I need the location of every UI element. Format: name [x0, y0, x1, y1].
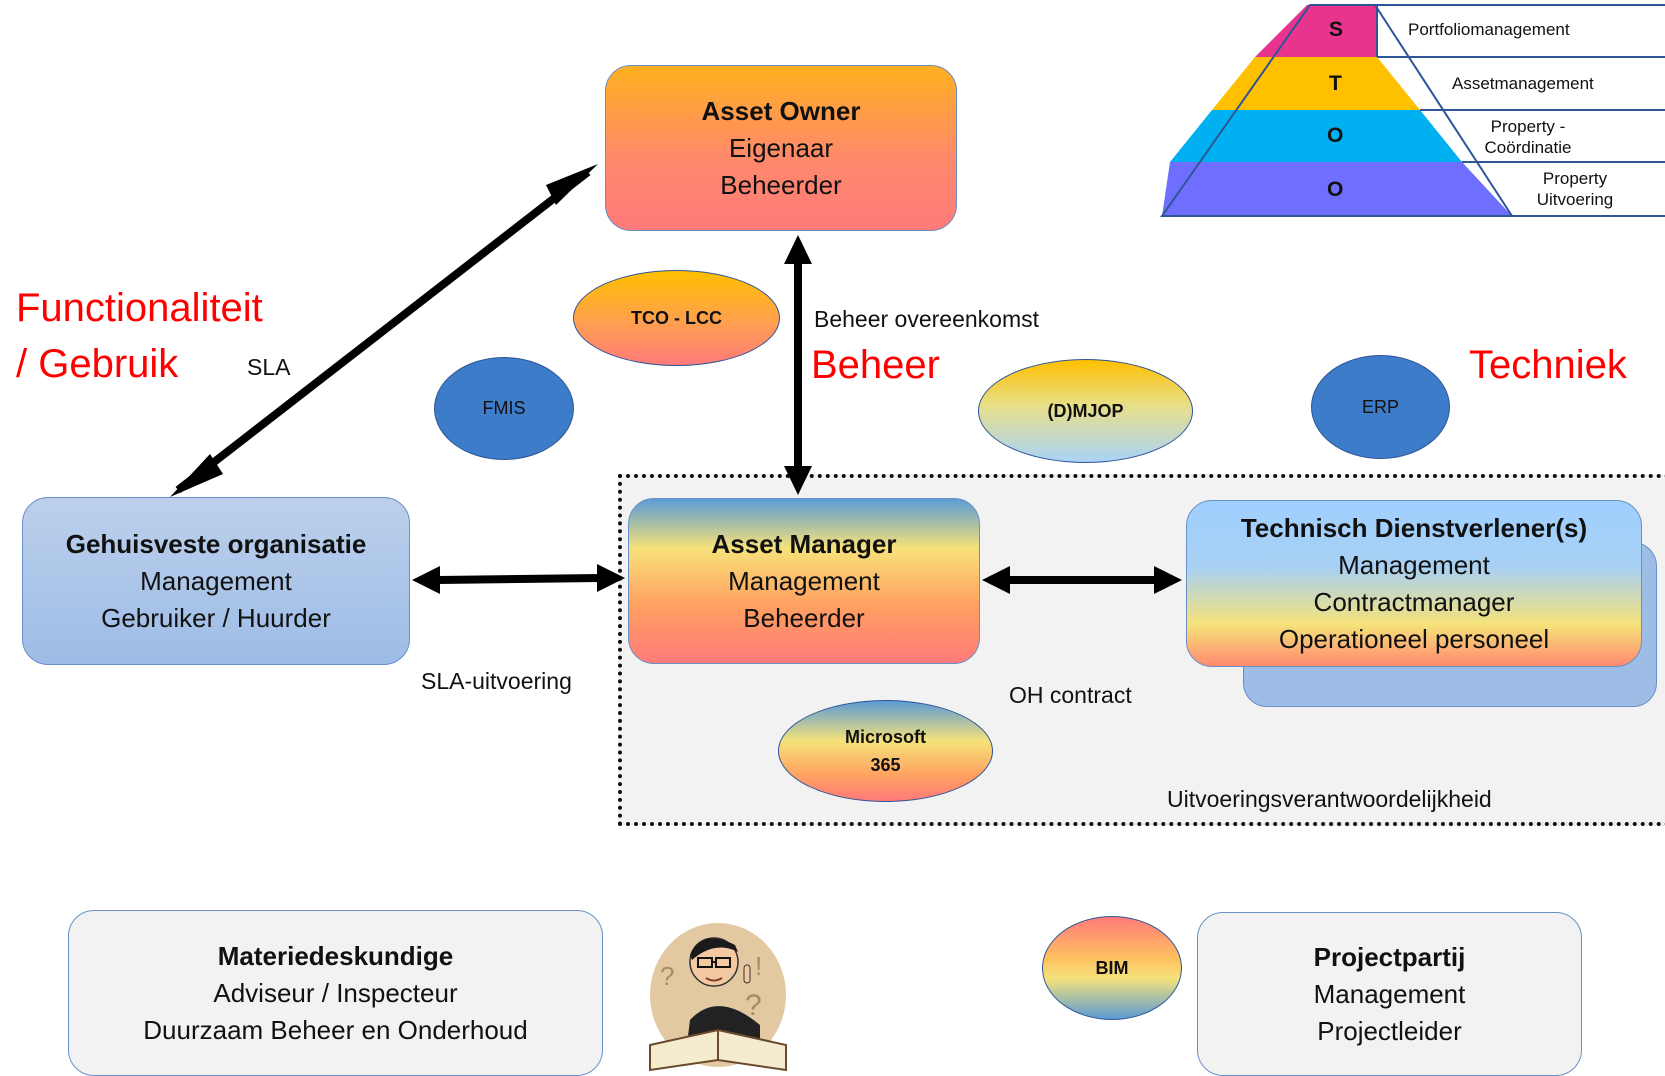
gehuisveste-line2: Gebruiker / Huurder — [101, 602, 331, 633]
svg-text:?: ? — [660, 961, 674, 991]
pyramid-label-uitvoering: Property Uitvoering — [1536, 169, 1614, 209]
projectpartij-title: Projectpartij — [1313, 941, 1466, 972]
tco-lcc-ellipse: TCO - LCC — [573, 270, 780, 366]
microsoft-365-label: Microsoft 365 — [845, 727, 926, 775]
technisch-dienstverlener-box: Technisch Dienstverlener(s) Management C… — [1186, 500, 1642, 667]
pyramid-letter-s: S — [1329, 18, 1344, 41]
asset-manager-line2: Beheerder — [743, 602, 865, 633]
domain-beheer: Beheer — [811, 343, 940, 387]
domain-functionaliteit: Functionaliteit — [16, 286, 263, 330]
svg-text:!: ! — [755, 951, 762, 981]
sla-label: SLA — [247, 354, 291, 380]
pyramid-letter-o1: O — [1327, 124, 1344, 147]
projectpartij-line1: Management — [1313, 978, 1466, 1009]
projectpartij-box: Projectpartij Management Projectleider — [1197, 912, 1582, 1076]
gehuisveste-line1: Management — [140, 565, 292, 596]
dmjop-label: (D)MJOP — [1047, 400, 1124, 421]
tco-lcc-label: TCO - LCC — [631, 307, 722, 328]
gehuisveste-organisatie-box: Gehuisveste organisatie Management Gebru… — [22, 497, 410, 665]
erp-ellipse: ERP — [1311, 355, 1450, 459]
fmis-label: FMIS — [482, 398, 526, 418]
materiedeskundige-line1: Adviseur / Inspecteur — [213, 977, 458, 1008]
fmis-ellipse: FMIS — [434, 357, 574, 460]
asset-manager-box: Asset Manager Management Beheerder — [628, 498, 980, 664]
asset-owner-box: Asset Owner Eigenaar Beheerder — [605, 65, 957, 231]
microsoft-365-ellipse: Microsoft 365 — [778, 700, 993, 802]
asset-manager-line1: Management — [728, 565, 880, 596]
pyramid-letter-t: T — [1329, 72, 1342, 95]
technisch-title: Technisch Dienstverlener(s) — [1240, 512, 1588, 543]
materiedeskundige-line2: Duurzaam Beheer en Onderhoud — [143, 1014, 528, 1045]
svg-text:?: ? — [745, 989, 762, 1022]
erp-label: ERP — [1361, 396, 1399, 417]
dmjop-ellipse: (D)MJOP — [978, 359, 1193, 463]
materiedeskundige-title: Materiedeskundige — [217, 940, 454, 971]
oh-contract-label: OH contract — [1009, 682, 1132, 708]
technisch-line1: Management — [1338, 549, 1490, 580]
domain-techniek: Techniek — [1469, 343, 1627, 387]
asset-owner-line1: Eigenaar — [728, 132, 834, 163]
asset-manager-title: Asset Manager — [711, 528, 897, 559]
gehuisveste-title: Gehuisveste organisatie — [65, 528, 367, 559]
projectpartij-line2: Projectleider — [1317, 1015, 1462, 1046]
materiedeskundige-box: Materiedeskundige Adviseur / Inspecteur … — [68, 910, 603, 1076]
pyramid-label-coordinatie: Property - Coördinatie — [1484, 117, 1572, 157]
bim-label: BIM — [1095, 957, 1129, 978]
pyramid-label-asset: Assetmanagement — [1452, 74, 1594, 93]
technisch-line3: Operationeel personeel — [1278, 623, 1550, 654]
beheer-overeenkomst-label: Beheer overeenkomst — [814, 306, 1040, 332]
asset-owner-title: Asset Owner — [701, 95, 861, 126]
technisch-line2: Contractmanager — [1313, 586, 1515, 617]
asset-owner-line2: Beheerder — [720, 169, 842, 200]
domain-gebruik: / Gebruik — [16, 342, 179, 386]
pyramid-label-portfolio: Portfoliomanagement — [1408, 20, 1570, 39]
bim-ellipse: BIM — [1042, 916, 1182, 1020]
sla-uitvoering-label: SLA-uitvoering — [421, 668, 572, 694]
uitvoeringsverantwoordelijkheid-label: Uitvoeringsverantwoordelijkheid — [1167, 786, 1492, 812]
pyramid-letter-o2: O — [1327, 178, 1344, 201]
